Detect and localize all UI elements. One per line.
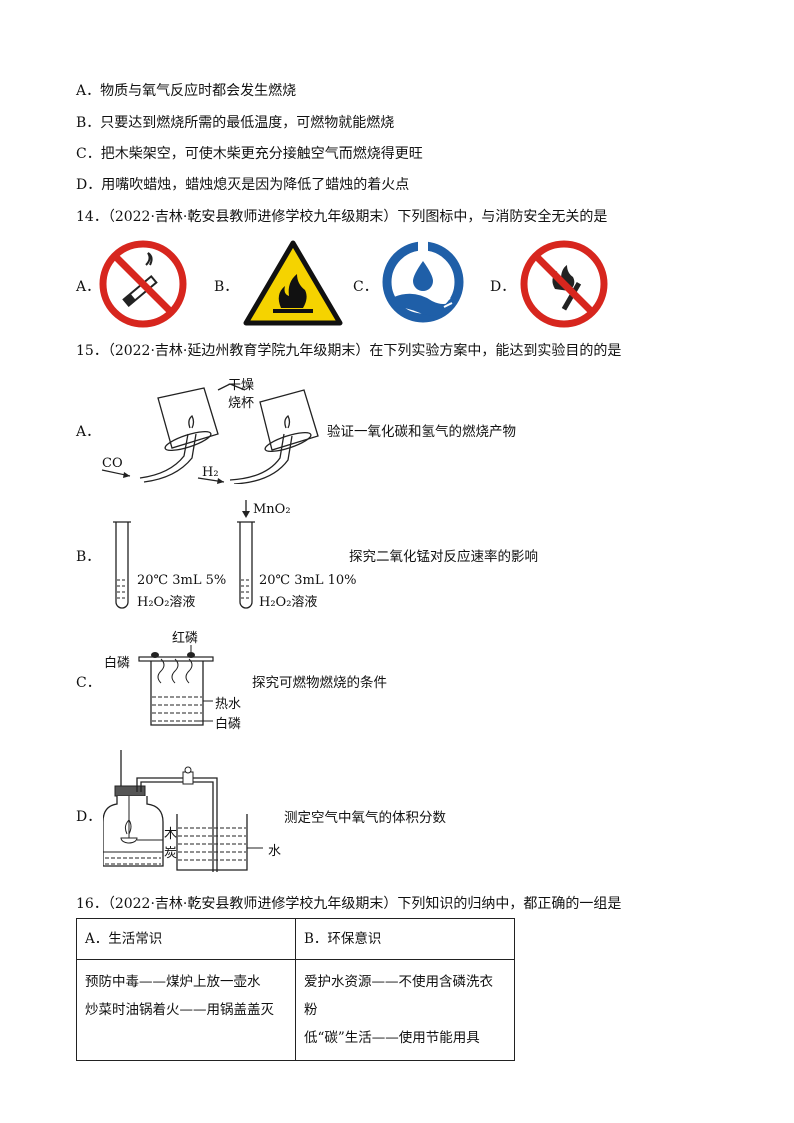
- table-cell-a: 预防中毒——煤炉上放一壶水 炒菜时油锅着火——用锅盖盖灭: [76, 959, 296, 1061]
- charcoal-label-1: 木: [164, 827, 178, 842]
- dry-beaker-label-1: 干燥: [228, 378, 255, 393]
- h2-gas-label: H₂: [202, 465, 219, 480]
- q15-a-label: A．: [76, 424, 101, 440]
- table-cell-b: 爱护水资源——不使用含磷洗衣粉 低“碳”生活——使用节能用具: [295, 959, 515, 1061]
- water-label: 水: [268, 844, 282, 859]
- q15-a-description: 验证一氧化碳和氢气的燃烧产物: [327, 424, 516, 440]
- flammable-warning-icon: [243, 240, 343, 326]
- white-phosphorus-top-label: 白磷: [104, 656, 131, 671]
- q15-d-label: D．: [76, 809, 102, 825]
- q14-label-b: B．: [214, 279, 239, 295]
- knowledge-summary-table: A．生活常识 B．环保意识 预防中毒——煤炉上放一壶水 炒菜时油锅着火——用锅盖…: [76, 918, 515, 1061]
- co-gas-label: CO: [102, 456, 123, 471]
- q13-option-a: A．物质与氧气反应时都会发生燃烧: [76, 83, 297, 99]
- tube1-conditions: 20℃ 3mL 5%: [137, 573, 227, 588]
- q14-label-d: D．: [490, 279, 516, 295]
- no-smoking-icon: [99, 240, 187, 328]
- combustion-products-apparatus: [101, 383, 319, 484]
- dry-beaker-label-2: 烧杯: [228, 396, 255, 411]
- tube1-solution: H₂O₂溶液: [137, 595, 196, 610]
- no-open-flame-icon: [520, 240, 608, 328]
- table-head-a: A．生活常识: [76, 918, 296, 960]
- hot-water-label: 热水: [215, 697, 242, 712]
- table-a-line-1: 预防中毒——煤炉上放一壶水: [85, 974, 261, 990]
- charcoal-label-2: 炭: [164, 846, 178, 861]
- table-head-b: B．环保意识: [295, 918, 515, 960]
- q15-stem: 15．（2022·吉林·延边州教育学院九年级期末）在下列实验方案中，能达到实验目…: [76, 343, 622, 359]
- q15-d-description: 测定空气中氧气的体积分数: [284, 810, 446, 826]
- q15-c-description: 探究可燃物燃烧的条件: [252, 675, 387, 691]
- q14-stem: 14．（2022·吉林·乾安县教师进修学校九年级期末）下列图标中，与消防安全无关…: [76, 209, 608, 225]
- combustion-condition-apparatus: [138, 645, 214, 726]
- white-phosphorus-bottom-label: 白磷: [215, 717, 242, 732]
- q14-label-a: A．: [76, 279, 101, 295]
- q15-b-description: 探究二氧化锰对反应速率的影响: [349, 549, 538, 565]
- q13-option-d: D．用嘴吹蜡烛，蜡烛熄灭是因为降低了蜡烛的着火点: [76, 177, 410, 193]
- q15-b-label: B．: [76, 549, 101, 565]
- oxygen-volume-apparatus: [103, 750, 263, 872]
- water-saving-icon: [382, 241, 464, 323]
- q13-option-c: C．把木柴架空，可使木柴更充分接触空气而燃烧得更旺: [76, 146, 423, 162]
- table-b-line-2: 低“碳”生活——使用节能用具: [304, 1030, 480, 1046]
- tube2-conditions: 20℃ 3mL 10%: [259, 573, 357, 588]
- tube2-solution: H₂O₂溶液: [259, 595, 318, 610]
- q14-label-c: C．: [353, 279, 378, 295]
- mno2-label: MnO₂: [253, 502, 291, 517]
- q13-option-b: B．只要达到燃烧所需的最低温度，可燃物就能燃烧: [76, 115, 395, 131]
- red-phosphorus-label: 红磷: [172, 631, 199, 646]
- q16-stem: 16．（2022·吉林·乾安县教师进修学校九年级期末）下列知识的归纳中，都正确的…: [76, 896, 622, 912]
- reaction-rate-apparatus: [113, 500, 255, 609]
- table-a-line-2: 炒菜时油锅着火——用锅盖盖灭: [85, 1002, 274, 1018]
- q15-c-label: C．: [76, 675, 101, 691]
- table-b-line-1: 爱护水资源——不使用含磷洗衣粉: [304, 974, 493, 1018]
